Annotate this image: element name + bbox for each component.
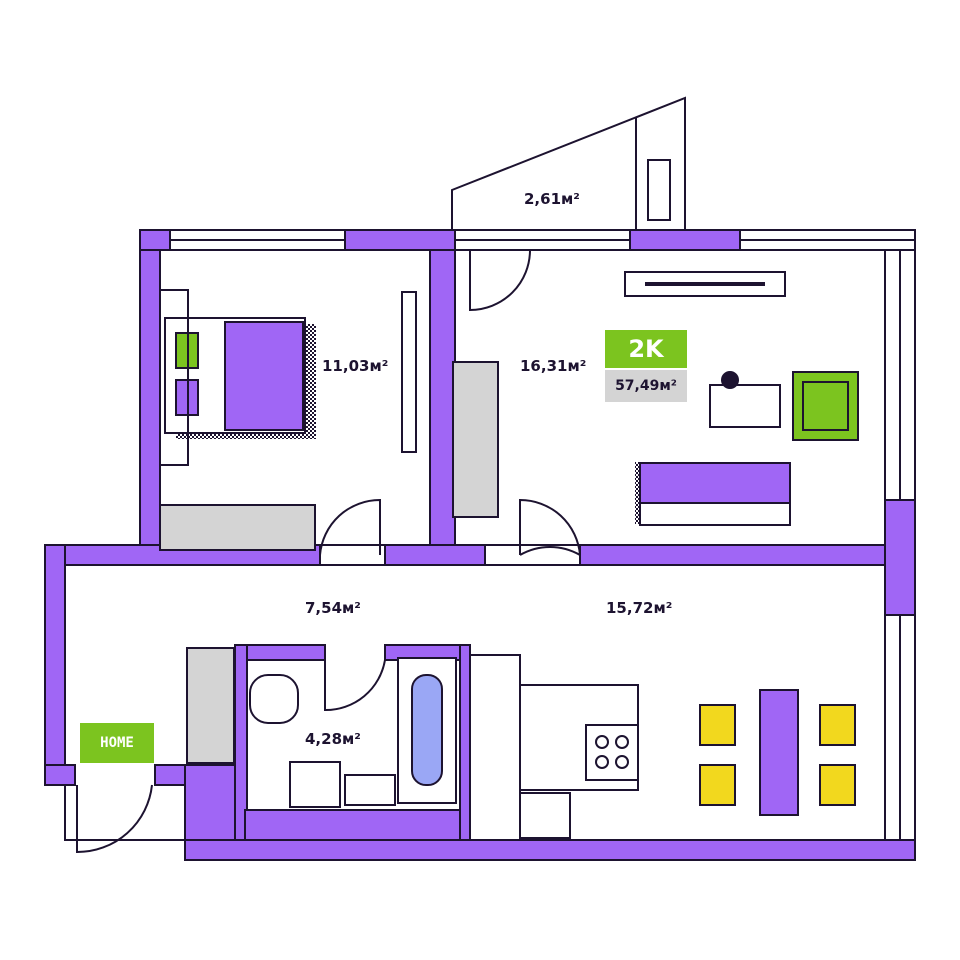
entrance-home-badge: HOME: [80, 723, 154, 763]
room-area-bathroom: 4,28м²: [305, 730, 361, 748]
stove: [585, 724, 639, 781]
room-area-living: 16,31м²: [520, 357, 587, 375]
room-area-bedroom: 11,03м²: [322, 357, 389, 375]
wardrobe-hall: [186, 647, 235, 764]
doors: [76, 249, 581, 854]
toilet: [249, 674, 299, 724]
wardrobe-bedroom: [159, 504, 316, 551]
room-area-balcony: 2,61м²: [524, 190, 580, 208]
windows: [169, 229, 916, 841]
apartment-type-badge: 2K: [605, 330, 687, 368]
total-area-badge: 57,49м²: [605, 370, 687, 402]
dining-table: [759, 689, 799, 816]
coffee-table: [709, 384, 781, 428]
room-area-hallway: 7,54м²: [305, 599, 361, 617]
wardrobe-living: [452, 361, 499, 518]
room-area-kitchen: 15,72м²: [606, 599, 673, 617]
dining-chairs: [699, 704, 856, 806]
